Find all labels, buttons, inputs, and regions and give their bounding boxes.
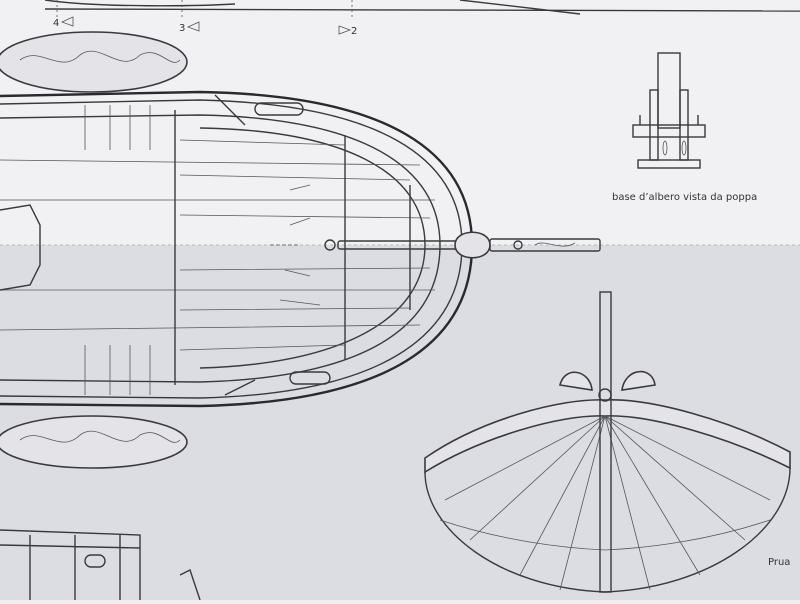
ornate-carving-bottom — [0, 415, 188, 469]
section-marker-4: 4 — [53, 16, 74, 29]
side-profile-fragment — [44, 0, 800, 18]
svg-text:2: 2 — [351, 26, 357, 37]
svg-text:3: 3 — [179, 23, 185, 34]
mast-base-caption: base d’albero vista da poppa — [612, 192, 757, 203]
ornate-carving-top — [0, 31, 188, 93]
bowsprit — [270, 231, 601, 259]
side-view-fragment-bottom — [0, 529, 201, 601]
svg-text:4: 4 — [53, 18, 59, 29]
bow-view-drawing — [424, 291, 791, 593]
carving-scroll-top — [19, 50, 181, 63]
carving-scroll-bottom — [19, 430, 181, 443]
section-marker-3: 3 — [179, 21, 200, 34]
bow-view-caption: Prua — [768, 557, 790, 568]
section-marker-2: 2 — [338, 25, 357, 37]
mast-base-drawing — [632, 52, 706, 169]
